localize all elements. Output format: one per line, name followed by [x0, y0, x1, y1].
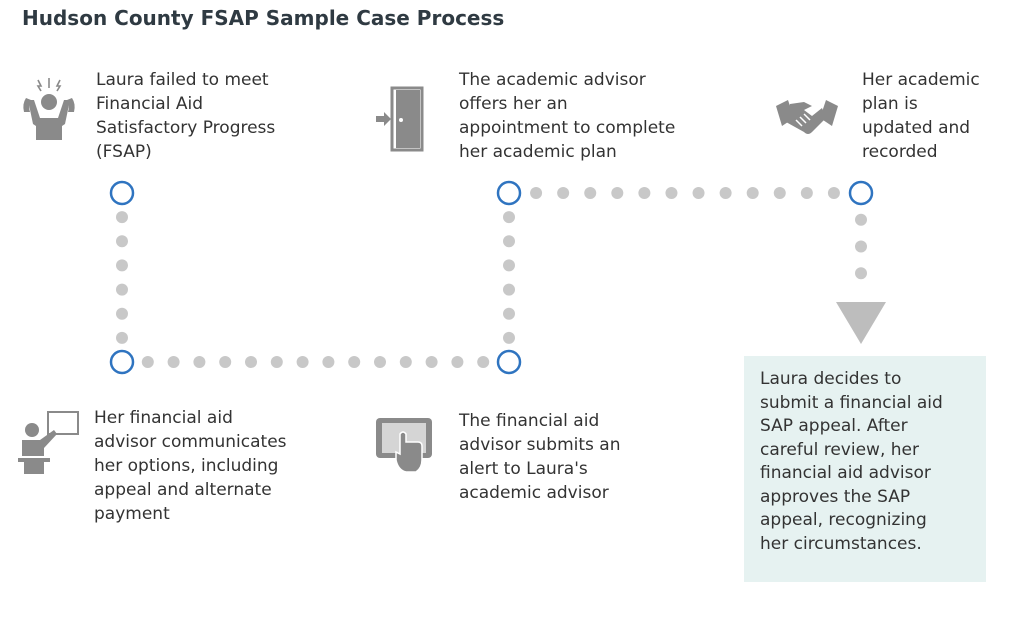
step-2-text: Her financial aid advisor communicates h… — [94, 408, 287, 524]
connector-dot — [116, 211, 128, 224]
connector-dots — [116, 187, 867, 368]
node-4 — [496, 180, 522, 206]
connector-dot — [557, 187, 570, 199]
step-1-text: Laura failed to meet Financial Aid Satis… — [96, 70, 276, 162]
connector-dot — [503, 235, 515, 248]
connector-dot — [855, 267, 867, 280]
diagram-title: Hudson County FSAP Sample Case Process — [22, 6, 505, 30]
connector-dot — [638, 187, 651, 199]
connector-dot — [116, 235, 128, 248]
connector-dot — [116, 283, 128, 296]
connector-dot — [141, 356, 154, 368]
node-3 — [496, 349, 522, 375]
connector-dot — [322, 356, 335, 368]
step-3-text: The financial aid advisor submits an ale… — [459, 411, 621, 503]
connector-dot — [399, 356, 412, 368]
down-arrow-icon — [836, 302, 886, 344]
step-4-text: The academic advisor offers her an appoi… — [459, 70, 676, 162]
frustrated-person-icon — [23, 78, 75, 140]
connector-dot — [584, 187, 597, 199]
connector-dot — [270, 356, 283, 368]
touchscreen-icon — [376, 418, 432, 473]
connector-dot — [219, 356, 232, 368]
step-5-text: Her academic plan is updated and recorde… — [862, 70, 980, 162]
connector-dot — [611, 187, 624, 199]
connector-dot — [746, 187, 759, 199]
connector-dot — [503, 211, 515, 224]
connector-dot — [116, 307, 128, 320]
process-nodes — [109, 180, 874, 375]
connector-dot — [503, 259, 515, 272]
connector-dot — [296, 356, 309, 368]
connector-dot — [800, 187, 813, 199]
connector-dot — [719, 187, 732, 199]
connector-dot — [855, 240, 867, 253]
connector-dot — [116, 331, 128, 344]
connector-dot — [503, 331, 515, 344]
connector-dot — [451, 356, 464, 368]
connector-dot — [425, 356, 438, 368]
node-2 — [109, 349, 135, 375]
connector-dot — [855, 213, 867, 226]
outcome-text: Laura decides to submit a financial aid … — [760, 369, 943, 554]
connector-dot — [348, 356, 361, 368]
connector-dot — [530, 187, 543, 199]
outcome-box: Laura decides to submit a financial aid … — [744, 356, 986, 582]
connector-dot — [692, 187, 705, 199]
connector-dot — [116, 259, 128, 272]
connector-dot — [773, 187, 786, 199]
connector-dot — [477, 356, 490, 368]
connector-dot — [167, 356, 180, 368]
connector-dot — [374, 356, 386, 368]
handshake-icon — [776, 100, 838, 134]
node-5 — [848, 180, 874, 206]
presenter-icon — [18, 411, 79, 474]
door-enter-icon — [376, 86, 424, 152]
connector-dot — [665, 187, 678, 199]
node-1 — [109, 180, 135, 206]
connector-dot — [827, 187, 840, 199]
connector-dot — [245, 356, 257, 368]
connector-dot — [193, 356, 206, 368]
connector-dot — [503, 307, 515, 320]
connector-dot — [503, 283, 515, 296]
